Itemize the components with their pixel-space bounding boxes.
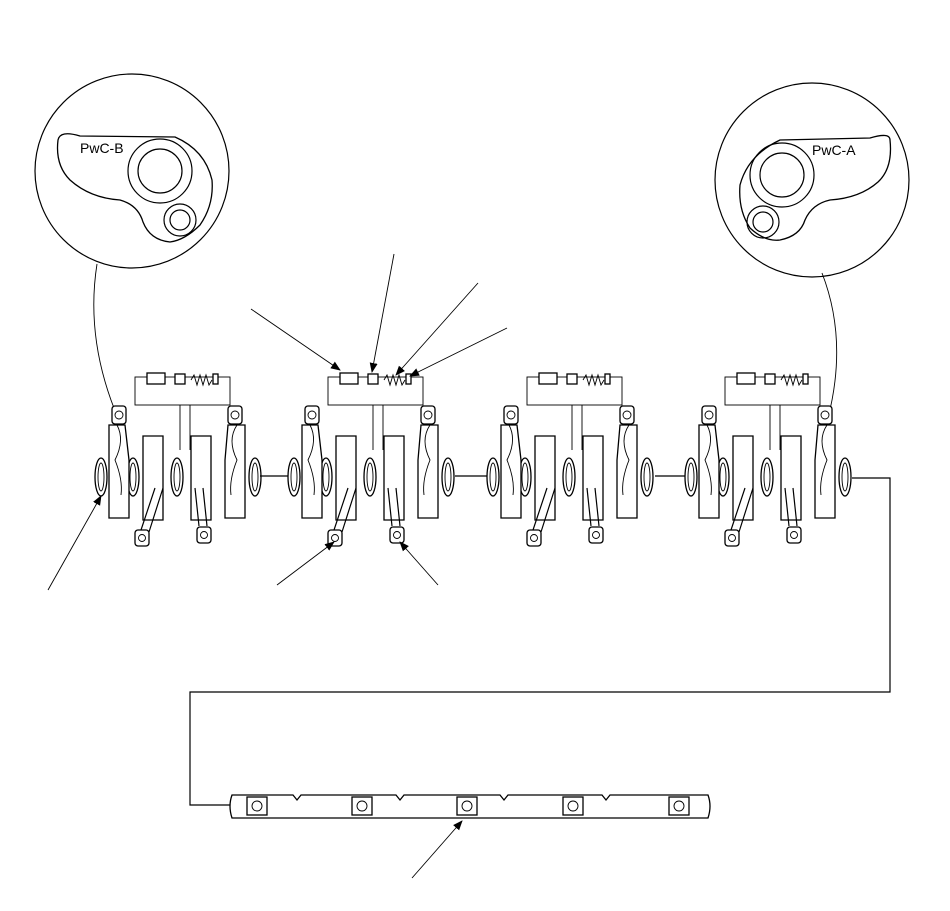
spray-bar-hole — [456, 796, 478, 816]
rocker-group — [287, 372, 455, 547]
detail-label-pwc-b: PwC-B — [80, 140, 124, 156]
leader-arrow-spray-bar — [411, 820, 463, 879]
leader-arrow-clip — [409, 327, 508, 377]
leader-arrows — [47, 253, 508, 879]
oil-feed-line — [189, 477, 891, 806]
leader-arrow-adjuster-left — [276, 541, 335, 586]
leader-arrow-adjuster-right — [399, 541, 439, 586]
spray-bar-hole — [246, 796, 268, 816]
rocker-groups — [94, 372, 852, 547]
detail-circle-left: PwC-B — [34, 73, 230, 269]
oil-spray-bar — [229, 794, 711, 819]
leader-arrow-tappet — [250, 308, 341, 371]
detail-leader-left — [93, 263, 119, 419]
spray-bar-hole — [351, 796, 373, 816]
rocker-group — [94, 372, 262, 547]
leader-arrow-spring — [395, 282, 479, 376]
leader-arrow-shaft-ring — [47, 495, 102, 591]
spray-bar-hole — [668, 796, 690, 816]
leader-arrow-pin — [369, 253, 395, 373]
rocker-group — [684, 372, 852, 547]
detail-circle-right: PwC-A — [714, 82, 910, 278]
rocker-group — [486, 372, 654, 547]
spray-bar-hole — [562, 796, 584, 816]
detail-leader-right — [821, 272, 838, 419]
detail-label-pwc-a: PwC-A — [812, 142, 856, 158]
